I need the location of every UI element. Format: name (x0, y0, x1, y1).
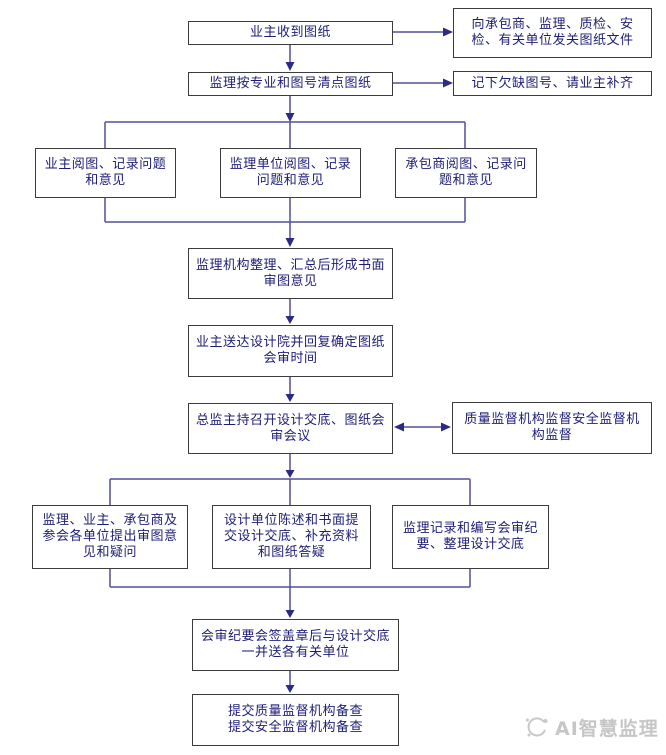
split-rail-meeting (109, 478, 471, 505)
node-supervisor-consolidates: 监理机构整理、汇总后形成书面审图意见 (188, 248, 393, 299)
node-send-drawing-files: 向承包商、监理、质检、安检、有关单位发关图纸文件 (453, 8, 652, 58)
node-design-unit-clarifies: 设计单位陈述和书面提交设计交底、补充资料和图纸答疑 (212, 505, 371, 569)
node-parties-raise-questions: 监理、业主、承包商及参会各单位提出审图意见和疑问 (32, 505, 188, 569)
merge-rail-meeting (109, 569, 471, 610)
node-quality-safety-supervision: 质量监督机构监督安全监督机构监督 (452, 402, 652, 454)
node-chief-hosts-meeting: 总监主持召开设计交底、图纸会审会议 (188, 403, 393, 454)
node-submit-for-record: 提交质量监督机构备查 提交安全监督机构备查 (192, 694, 399, 746)
node-supervision-unit-review: 监理单位阅图、记录问题和意见 (220, 148, 361, 198)
watermark-brand-text: AI智慧监理 (555, 717, 659, 740)
merge-rail-review (104, 197, 466, 239)
watermark: AI智慧监理 (524, 710, 662, 744)
node-supervisor-records-minutes: 监理记录和编写会审纪要、整理设计交底 (392, 505, 549, 569)
node-contractor-review: 承包商阅图、记录问题和意见 (395, 148, 537, 198)
node-owner-receives-drawings: 业主收到图纸 (188, 21, 393, 45)
node-minutes-signed-distributed: 会审纪要会签盖章后与设计交底一并送各有关单位 (192, 619, 399, 671)
node-owner-review: 业主阅图、记录问题和意见 (35, 148, 176, 198)
watermark-logo-icon (526, 717, 548, 737)
node-owner-delivers-institute: 业主送达设计院并回复确定图纸会审时间 (188, 325, 393, 377)
split-rail-review (104, 121, 466, 148)
node-note-missing-drawings: 记下欠缺图号、请业主补齐 (453, 71, 652, 96)
node-supervisor-counts-drawings: 监理按专业和图号清点图纸 (188, 72, 393, 96)
